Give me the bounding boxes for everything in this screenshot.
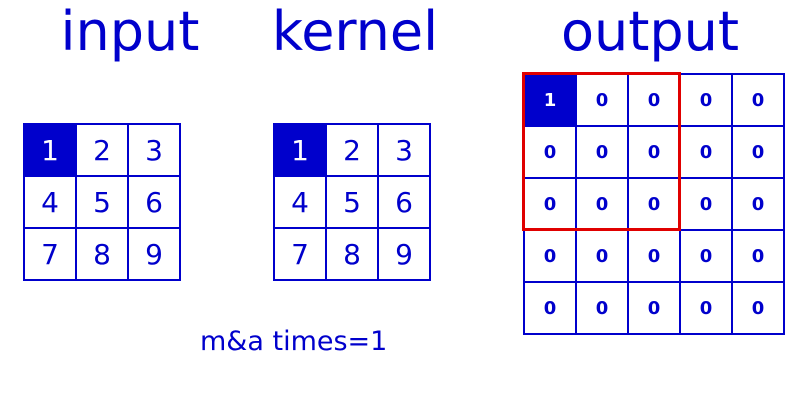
- input-cell: 1: [25, 125, 77, 177]
- input-cell: 3: [129, 125, 181, 177]
- output-cell: 0: [525, 231, 577, 283]
- output-cell: 0: [629, 127, 681, 179]
- input-cell: 9: [129, 229, 181, 281]
- output-cell: 0: [681, 283, 733, 335]
- kernel-cell: 9: [379, 229, 431, 281]
- output-cell: 0: [629, 179, 681, 231]
- output-cell: 0: [525, 283, 577, 335]
- output-cell: 0: [629, 75, 681, 127]
- output-cell: 1: [525, 75, 577, 127]
- output-cell: 0: [629, 283, 681, 335]
- kernel-cell: 1: [275, 125, 327, 177]
- input-cell: 6: [129, 177, 181, 229]
- output-cell: 0: [681, 231, 733, 283]
- kernel-cell: 2: [327, 125, 379, 177]
- output-cell: 0: [577, 75, 629, 127]
- kernel-cell: 5: [327, 177, 379, 229]
- output-cell: 0: [577, 179, 629, 231]
- input-cell: 8: [77, 229, 129, 281]
- output-cell: 0: [733, 127, 785, 179]
- output-cell: 0: [577, 283, 629, 335]
- output-cell: 0: [525, 179, 577, 231]
- kernel-cell: 8: [327, 229, 379, 281]
- input-cell: 2: [77, 125, 129, 177]
- output-title: output: [560, 0, 740, 63]
- input-cell: 7: [25, 229, 77, 281]
- output-cell: 0: [681, 127, 733, 179]
- input-cell: 5: [77, 177, 129, 229]
- output-cell: 0: [577, 231, 629, 283]
- output-cell: 0: [733, 179, 785, 231]
- output-cell: 0: [733, 231, 785, 283]
- output-cell: 0: [681, 75, 733, 127]
- output-cell: 0: [525, 127, 577, 179]
- output-cell: 0: [629, 231, 681, 283]
- kernel-title: kernel: [271, 0, 439, 63]
- output-cell: 0: [577, 127, 629, 179]
- multiply-add-counter: m&a times=1: [200, 326, 388, 357]
- kernel-cell: 3: [379, 125, 431, 177]
- input-title: input: [60, 0, 200, 63]
- input-cell: 4: [25, 177, 77, 229]
- kernel-cell: 6: [379, 177, 431, 229]
- kernel-cell: 4: [275, 177, 327, 229]
- output-cell: 0: [681, 179, 733, 231]
- kernel-cell: 7: [275, 229, 327, 281]
- output-cell: 0: [733, 283, 785, 335]
- output-cell: 0: [733, 75, 785, 127]
